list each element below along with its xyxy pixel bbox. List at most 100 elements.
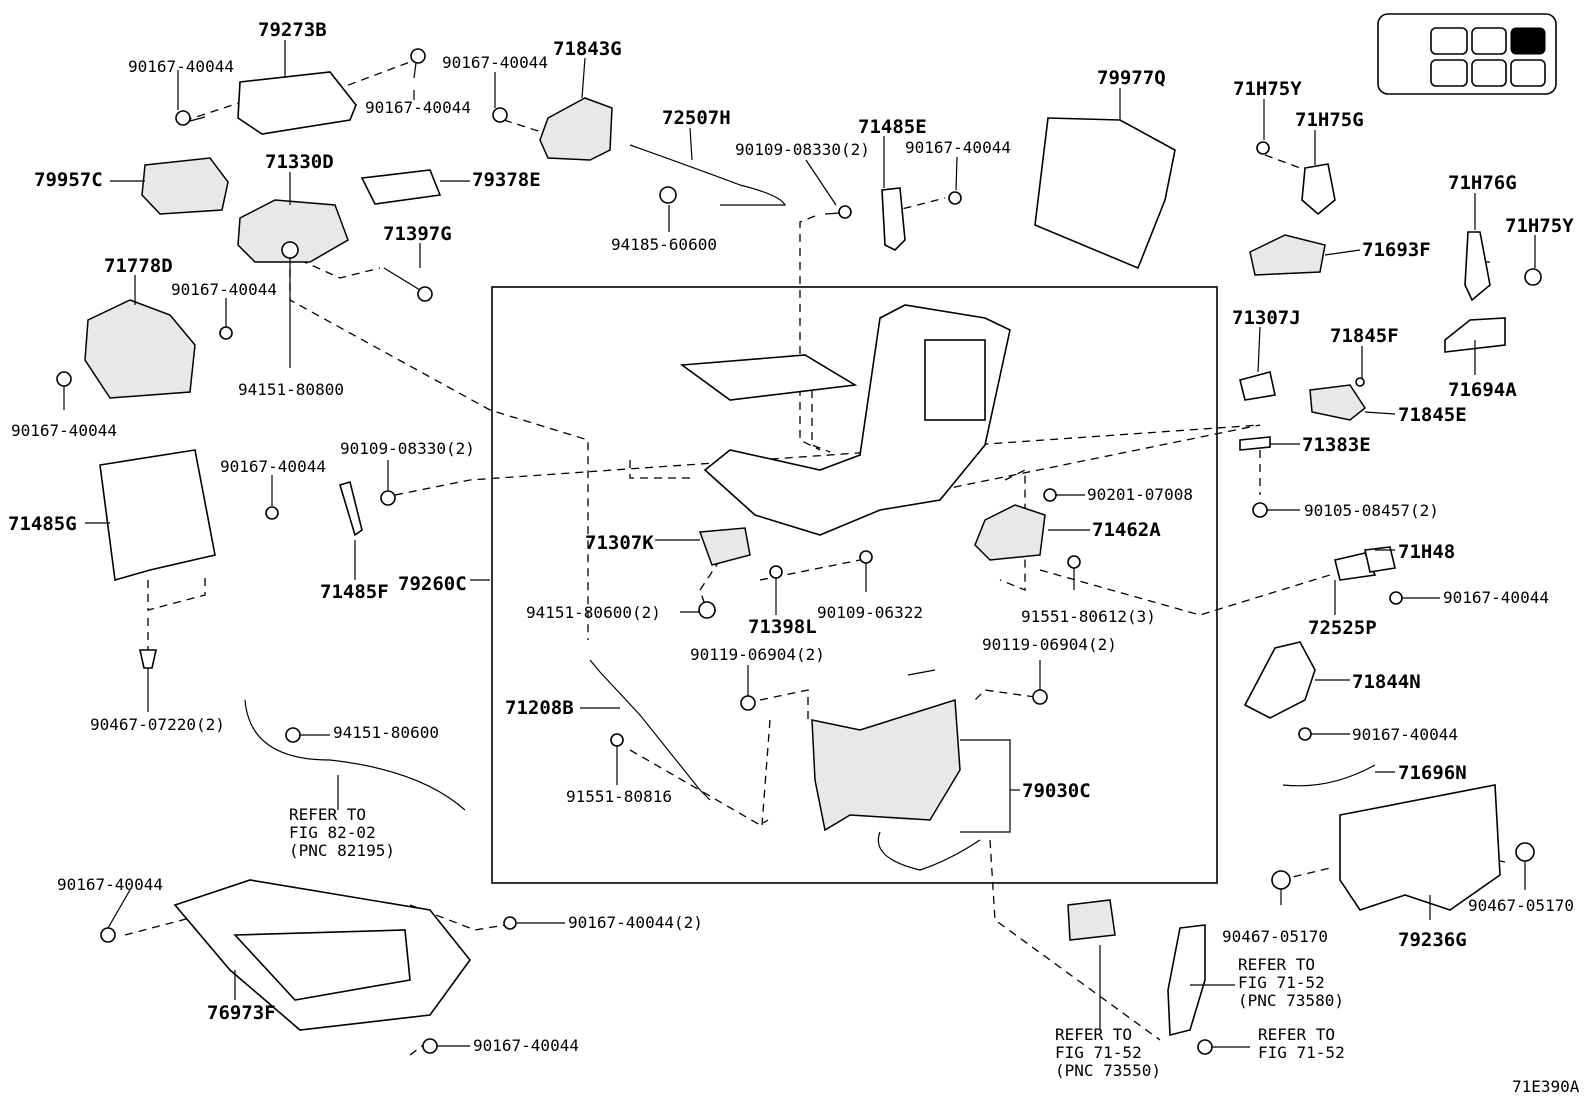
- belt-73580: [1167, 924, 1206, 1037]
- reference-fig-82-02[interactable]: REFER TO FIG 82-02 (PNC 82195): [289, 805, 395, 860]
- callout-90167-40044[interactable]: 90167-40044: [57, 875, 163, 894]
- callout-79957C[interactable]: 79957C: [34, 169, 103, 191]
- part-94185-60600: [659, 186, 677, 204]
- part-71H75Y: [1524, 268, 1542, 286]
- part-79378E: [360, 169, 442, 205]
- callout-90109-08330-2[interactable]: 90109-08330(2): [735, 140, 870, 159]
- callout-71H76G[interactable]: 71H76G: [1448, 172, 1517, 194]
- callout-90119-06904-2[interactable]: 90119-06904(2): [982, 635, 1117, 654]
- callout-90167-40044[interactable]: 90167-40044: [11, 421, 117, 440]
- callout-90167-40044[interactable]: 90167-40044: [473, 1036, 579, 1055]
- callout-71307K[interactable]: 71307K: [585, 532, 654, 554]
- callout-76973F[interactable]: 76973F: [207, 1002, 276, 1024]
- clip-icon: [610, 733, 624, 747]
- callout-79260C[interactable]: 79260C: [398, 573, 467, 595]
- callout-90167-40044[interactable]: 90167-40044: [1443, 588, 1549, 607]
- part-71485G: [99, 449, 216, 582]
- callout-71H75G[interactable]: 71H75G: [1295, 109, 1364, 131]
- callout-90109-06322[interactable]: 90109-06322: [817, 603, 923, 622]
- callout-71485G[interactable]: 71485G: [8, 513, 77, 535]
- callout-94185-60600[interactable]: 94185-60600: [611, 235, 717, 254]
- part-94151-80800: [281, 241, 299, 259]
- diagram-id: 71E390A: [1512, 1077, 1580, 1096]
- part-79030C: [811, 698, 961, 832]
- reference-fig-71-52[interactable]: REFER TO FIG 71-52: [1258, 1025, 1345, 1062]
- svg-text:REFER TO: REFER TO: [1258, 1025, 1335, 1044]
- legend-frame: [1377, 13, 1557, 95]
- callout-71845F[interactable]: 71845F: [1330, 325, 1399, 347]
- callout-90201-07008[interactable]: 90201-07008: [1087, 485, 1193, 504]
- callout-71693F[interactable]: 71693F: [1362, 239, 1431, 261]
- callout-90167-40044[interactable]: 90167-40044: [128, 57, 234, 76]
- callout-79378E[interactable]: 79378E: [472, 169, 541, 191]
- callout-90167-40044[interactable]: 90167-40044: [220, 457, 326, 476]
- callout-71398L[interactable]: 71398L: [748, 616, 817, 638]
- callout-91551-80612-3[interactable]: 91551-80612(3): [1021, 607, 1156, 626]
- svg-text:FIG 71-52: FIG 71-52: [1258, 1043, 1345, 1062]
- reference-fig-71-52-pnc-73580[interactable]: REFER TO FIG 71-52 (PNC 73580): [1238, 955, 1344, 1010]
- callout-71778D[interactable]: 71778D: [104, 255, 173, 277]
- part-71398L: [769, 565, 783, 579]
- callout-90109-08330-2[interactable]: 90109-08330(2): [340, 439, 475, 458]
- callout-72525P[interactable]: 72525P: [1308, 617, 1377, 639]
- callout-71307J[interactable]: 71307J: [1232, 307, 1301, 329]
- callout-94151-80600[interactable]: 94151-80600: [333, 723, 439, 742]
- callout-79977Q[interactable]: 79977Q: [1097, 67, 1166, 89]
- seat-position-legend: [1377, 13, 1557, 95]
- part-number-callouts: 79273B 90167-40044 90167-40044 90167-400…: [8, 19, 1574, 1055]
- seat-cell-1: [1430, 27, 1468, 55]
- callout-79273B[interactable]: 79273B: [258, 19, 327, 41]
- callout-79236G[interactable]: 79236G: [1398, 929, 1467, 951]
- screw-icon: [1389, 591, 1403, 605]
- callout-71843G[interactable]: 71843G: [553, 38, 622, 60]
- part-94151-80600: [285, 727, 301, 743]
- callout-90167-40044[interactable]: 90167-40044: [171, 280, 277, 299]
- callout-90167-40044[interactable]: 90167-40044: [365, 98, 471, 117]
- callout-71845E[interactable]: 71845E: [1398, 404, 1467, 426]
- part-71307K: [698, 527, 751, 566]
- bolt-icon: [1067, 555, 1081, 569]
- callout-90467-05170[interactable]: 90467-05170: [1468, 896, 1574, 915]
- callout-71383E[interactable]: 71383E: [1302, 434, 1371, 456]
- callout-71485F[interactable]: 71485F: [320, 581, 389, 603]
- bolt-icon: [1032, 689, 1048, 705]
- screw-icon: [948, 191, 962, 205]
- callout-79030C[interactable]: 79030C: [1022, 780, 1091, 802]
- callout-71330D[interactable]: 71330D: [265, 151, 334, 173]
- screw-icon: [265, 506, 279, 520]
- reference-notes: REFER TO FIG 82-02 (PNC 82195) REFER TO …: [289, 805, 1345, 1080]
- svg-text:(PNC 73550): (PNC 73550): [1055, 1061, 1161, 1080]
- part-71485E: [881, 187, 906, 251]
- screw-icon: [503, 916, 517, 930]
- callout-71462A[interactable]: 71462A: [1092, 519, 1161, 541]
- callout-71H48[interactable]: 71H48: [1398, 541, 1455, 563]
- base-opening: [233, 929, 411, 1001]
- callout-90119-06904-2[interactable]: 90119-06904(2): [690, 645, 825, 664]
- reference-fig-71-52-pnc-73550[interactable]: REFER TO FIG 71-52 (PNC 73550): [1055, 1025, 1161, 1080]
- callout-90467-07220-2[interactable]: 90467-07220(2): [90, 715, 225, 734]
- callout-71397G[interactable]: 71397G: [383, 223, 452, 245]
- callout-90167-40044[interactable]: 90167-40044: [1352, 725, 1458, 744]
- callout-71H75Y[interactable]: 71H75Y: [1505, 215, 1574, 237]
- callout-71H75Y[interactable]: 71H75Y: [1233, 78, 1302, 100]
- callout-91551-80816[interactable]: 91551-80816: [566, 787, 672, 806]
- bolt-icon: [383, 267, 433, 302]
- callout-71694A[interactable]: 71694A: [1448, 379, 1517, 401]
- callout-71696N[interactable]: 71696N: [1398, 762, 1467, 784]
- part-71694A: [1444, 317, 1506, 353]
- screw-icon: [422, 1038, 438, 1054]
- callout-90105-08457-2[interactable]: 90105-08457(2): [1304, 501, 1439, 520]
- callout-90467-05170[interactable]: 90467-05170: [1222, 927, 1328, 946]
- callout-71208B[interactable]: 71208B: [505, 697, 574, 719]
- callout-90167-40044[interactable]: 90167-40044: [905, 138, 1011, 157]
- callout-90167-40044[interactable]: 90167-40044: [442, 53, 548, 72]
- callout-71485E[interactable]: 71485E: [858, 116, 927, 138]
- part-71H48: [1364, 546, 1396, 573]
- bolt-icon: [1197, 1039, 1213, 1055]
- callout-94151-80600-2[interactable]: 94151-80600(2): [526, 603, 661, 622]
- callout-94151-80800[interactable]: 94151-80800: [238, 380, 344, 399]
- callout-90167-40044-2[interactable]: 90167-40044(2): [568, 913, 703, 932]
- seat-cell-4: [1430, 59, 1468, 87]
- callout-72507H[interactable]: 72507H: [662, 107, 731, 129]
- callout-71844N[interactable]: 71844N: [1352, 671, 1421, 693]
